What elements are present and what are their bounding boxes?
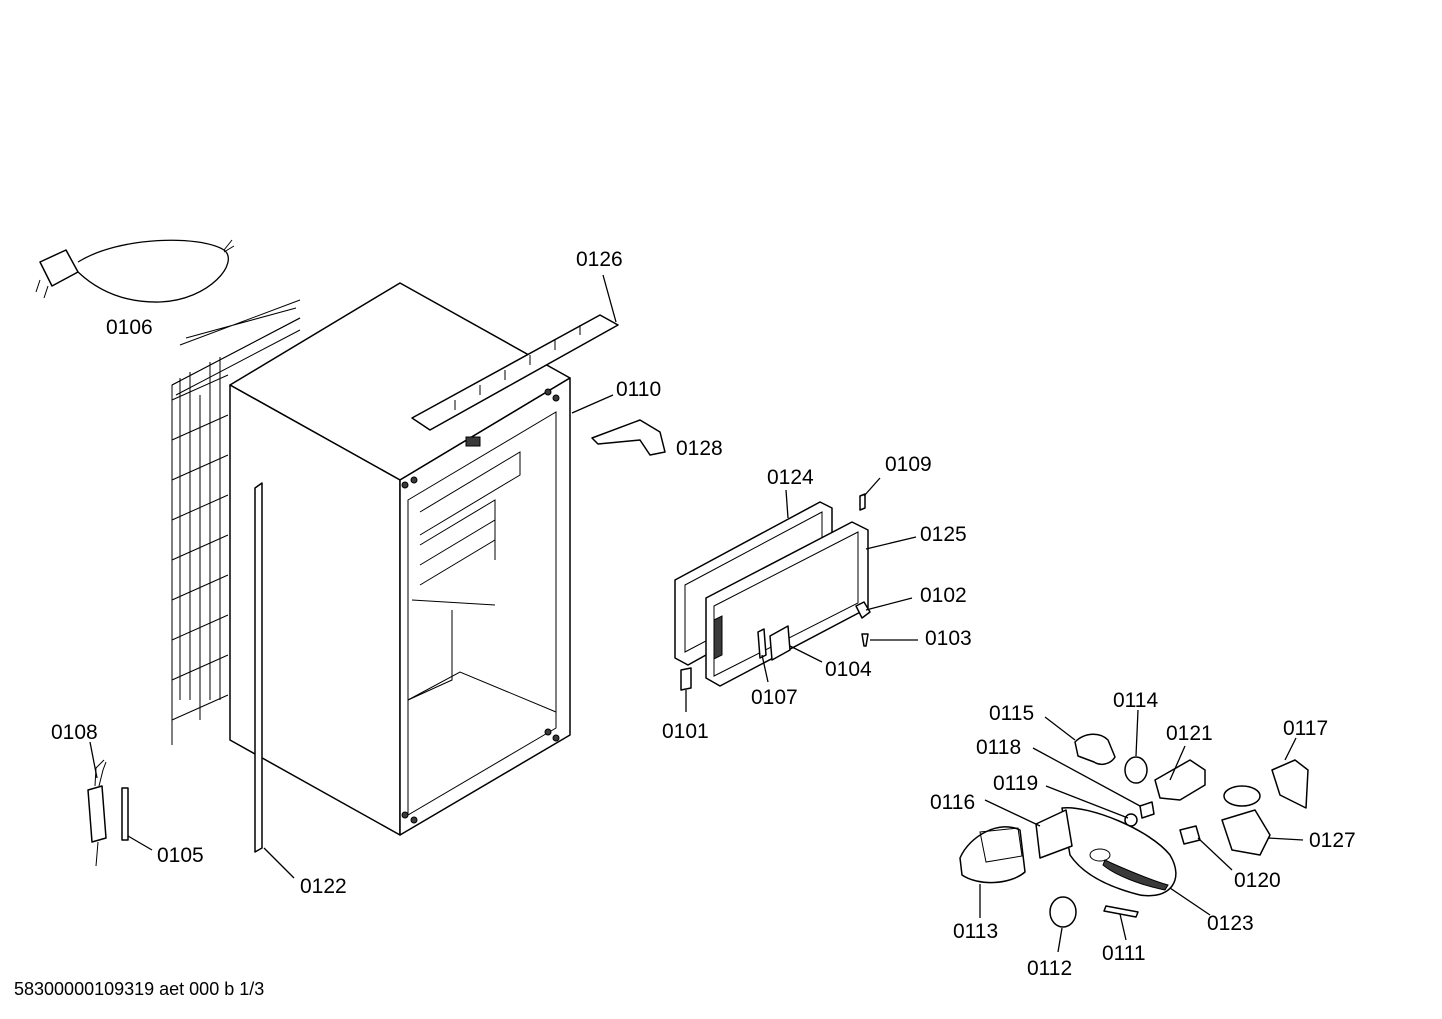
label-0117: 0117 — [1283, 717, 1328, 740]
knob-0112-drawing — [1049, 896, 1077, 928]
label-0128: 0128 — [676, 437, 723, 460]
plate-0101-drawing — [680, 667, 692, 691]
cabinet-drawing — [229, 282, 571, 836]
label-0107: 0107 — [751, 686, 798, 709]
label-0104: 0104 — [825, 658, 872, 681]
part-0118-drawing — [1139, 801, 1155, 819]
screw-0103-drawing — [861, 633, 869, 647]
label-0112: 0112 — [1027, 957, 1072, 980]
top-rail-drawing — [411, 314, 619, 431]
label-0120: 0120 — [1234, 869, 1281, 892]
socket-0121-drawing — [1154, 759, 1206, 801]
label-0115: 0115 — [989, 702, 1034, 725]
power-cord-drawing — [35, 239, 235, 303]
leader-lines — [89, 274, 1304, 953]
label-0119: 0119 — [993, 772, 1038, 795]
label-0113: 0113 — [953, 920, 998, 943]
seal-strip-drawing — [254, 482, 263, 853]
label-0110: 0110 — [616, 378, 661, 401]
condenser-coil-drawing — [171, 299, 301, 745]
tube-0111-drawing — [1103, 905, 1139, 918]
label-0124: 0124 — [767, 466, 814, 489]
pin-0109-drawing — [859, 493, 866, 511]
label-0105: 0105 — [157, 844, 204, 867]
bracket-0117-drawing — [1271, 759, 1309, 809]
lamp-0115-drawing — [1074, 733, 1116, 766]
sensor-0108-drawing — [87, 759, 107, 867]
label-0108: 0108 — [51, 721, 98, 744]
thermostat-0127-drawing — [1221, 785, 1271, 856]
label-0103: 0103 — [925, 627, 972, 650]
document-code: 58300000109319 aet 000 b 1/3 — [14, 979, 265, 999]
bracket-0104-drawing — [769, 625, 791, 661]
cover-0116-drawing — [1035, 809, 1073, 859]
cover-0113-drawing — [959, 826, 1026, 884]
label-0121: 0121 — [1166, 722, 1213, 745]
label-0106: 0106 — [106, 316, 153, 339]
hinge-drawing — [591, 419, 666, 456]
label-0109: 0109 — [885, 453, 932, 476]
label-0111: 0111 — [1102, 942, 1146, 965]
label-0116: 0116 — [930, 791, 975, 814]
housing-0123-drawing — [1061, 807, 1177, 897]
label-0127: 0127 — [1309, 829, 1356, 852]
hinge-pin-0107-drawing — [757, 628, 767, 659]
label-0125: 0125 — [920, 523, 967, 546]
wire-0120-drawing — [1179, 825, 1201, 845]
label-0118: 0118 — [976, 736, 1021, 759]
label-0114: 0114 — [1113, 689, 1158, 712]
ring-0114-drawing — [1124, 756, 1148, 784]
label-0126: 0126 — [576, 248, 623, 271]
label-0101: 0101 — [662, 720, 709, 743]
label-0123: 0123 — [1207, 912, 1254, 935]
clip-0102-drawing — [855, 601, 871, 619]
label-0102: 0102 — [920, 584, 967, 607]
tube-0105-drawing — [121, 787, 129, 841]
label-0122: 0122 — [300, 875, 347, 898]
